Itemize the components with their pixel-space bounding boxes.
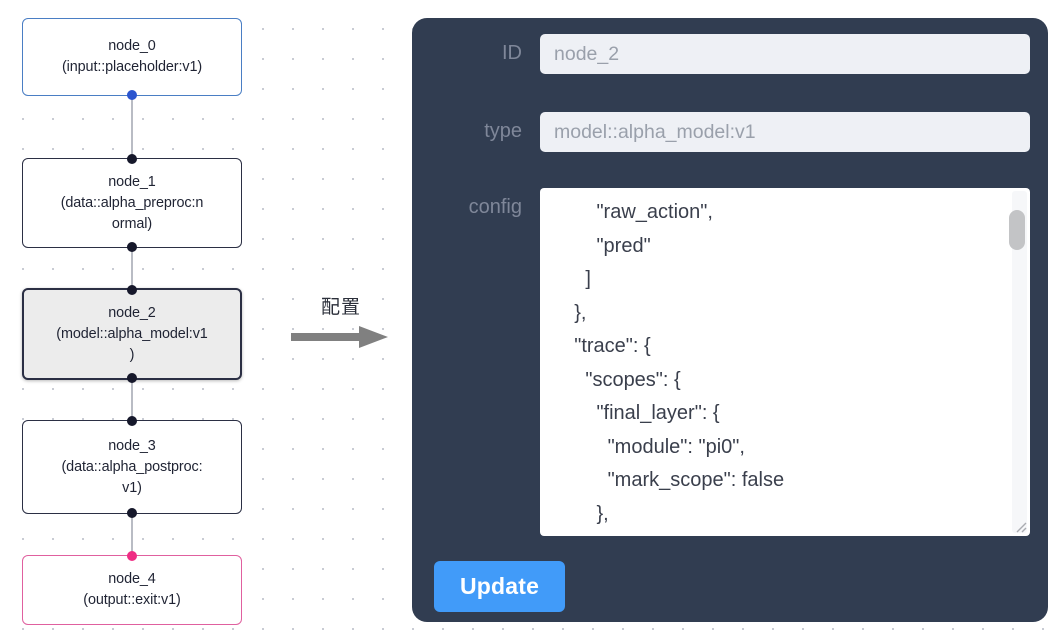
node-inspector-panel: ID type config Update — [412, 18, 1048, 622]
node-id-label: node_2 — [108, 304, 156, 321]
node-handle-source[interactable] — [127, 90, 137, 100]
graph-node-node_0[interactable]: node_0 (input::placeholder:v1) — [22, 18, 242, 100]
edge-node2-node3 — [131, 377, 133, 425]
field-row-type: type — [420, 112, 1030, 152]
node-type-label: (data::alpha_preproc:n — [60, 194, 204, 211]
node-type-label: (data::alpha_postproc: — [61, 458, 203, 475]
field-row-config: config — [420, 188, 1030, 536]
node-handle-target[interactable] — [127, 551, 137, 561]
node-id-label: node_0 — [108, 38, 156, 54]
config-textarea[interactable] — [540, 188, 1030, 536]
node-type-label-cont: ) — [129, 346, 135, 363]
update-button[interactable]: Update — [434, 561, 566, 612]
transition-annotation: 配置 — [286, 296, 396, 350]
node-handle-target[interactable] — [127, 285, 137, 295]
graph-node-node_4[interactable]: node_4 (output::exit:v1) — [22, 551, 242, 625]
node-id-label: node_3 — [108, 437, 156, 454]
node-id-label: node_1 — [108, 173, 156, 190]
graph-canvas[interactable]: node_0 (input::placeholder:v1) node_1 (d… — [0, 0, 400, 643]
config-scrollbar-track[interactable] — [1012, 191, 1027, 533]
node-handle-target[interactable] — [127, 416, 137, 426]
node-type-label: (input::placeholder:v1) — [61, 59, 203, 75]
graph-node-node_3[interactable]: node_3 (data::alpha_postproc: v1) — [22, 416, 242, 518]
config-scrollbar-thumb[interactable] — [1009, 210, 1025, 250]
edge-node1-node2 — [131, 245, 133, 293]
config-editor-wrapper — [540, 188, 1030, 536]
arrow-right-icon — [286, 324, 396, 350]
type-input[interactable] — [540, 112, 1030, 152]
node-id-label: node_4 — [108, 571, 156, 587]
edge-node0-node1 — [131, 93, 133, 163]
node-handle-source[interactable] — [127, 508, 137, 518]
node-type-label: (model::alpha_model:v1 — [56, 325, 208, 342]
id-input[interactable] — [540, 34, 1030, 74]
node-handle-source[interactable] — [127, 373, 137, 383]
id-field-label: ID — [502, 42, 522, 64]
type-field-label: type — [484, 120, 522, 142]
transition-label: 配置 — [320, 297, 361, 318]
node-handle-source[interactable] — [127, 242, 137, 252]
field-row-id: ID — [420, 34, 1030, 74]
node-type-label-cont: v1) — [122, 479, 142, 496]
graph-node-node_1[interactable]: node_1 (data::alpha_preproc:n ormal) — [22, 154, 242, 252]
edge-node3-node4 — [131, 511, 133, 560]
graph-node-node_2[interactable]: node_2 (model::alpha_model:v1 ) — [22, 285, 242, 383]
config-field-label: config — [468, 196, 522, 218]
node-handle-target[interactable] — [127, 154, 137, 164]
node-type-label-cont: ormal) — [111, 215, 153, 232]
resize-grip-icon[interactable] — [1012, 518, 1028, 534]
node-type-label: (output::exit:v1) — [83, 592, 181, 608]
